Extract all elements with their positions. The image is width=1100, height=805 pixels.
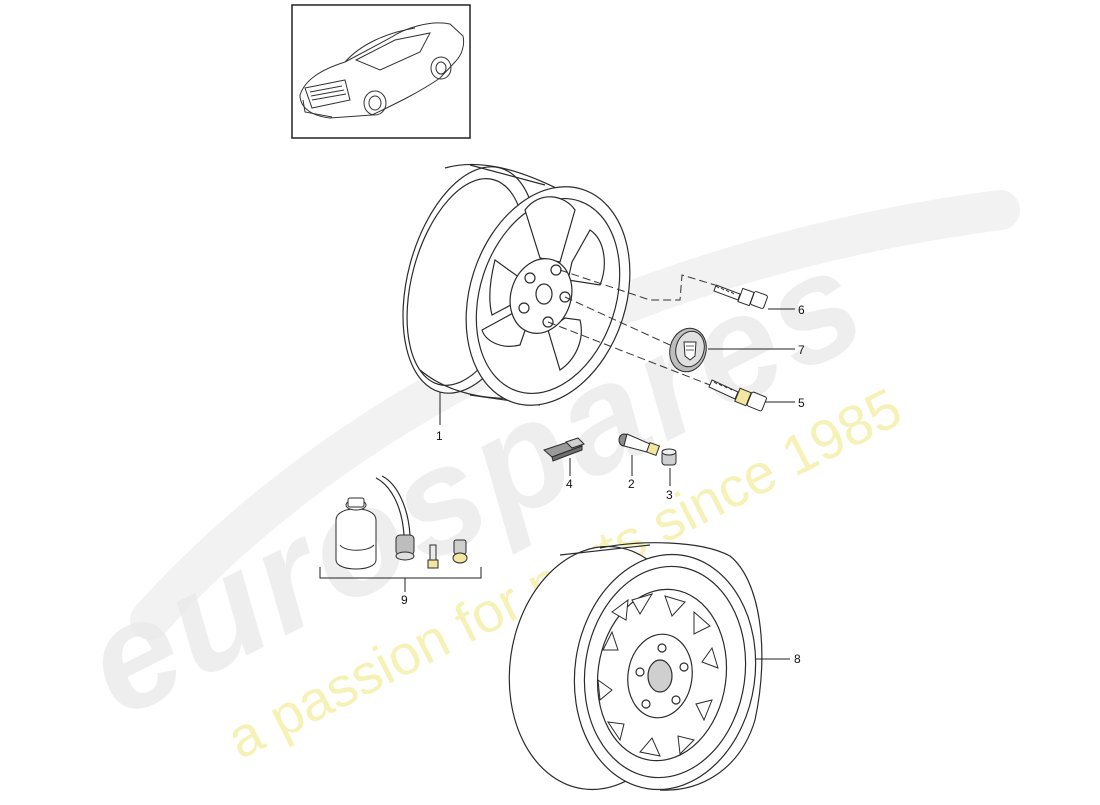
callout-1: 1	[436, 429, 443, 443]
callout-labels: 1 2 3 4 5 6 7 8 9	[401, 303, 805, 666]
part-7-centre-cap	[669, 327, 707, 373]
callout-5: 5	[798, 396, 805, 410]
callout-3: 3	[666, 488, 673, 502]
assembly-guide-lines	[547, 269, 716, 386]
part-9-sealant-kit	[319, 475, 482, 579]
callout-8: 8	[794, 652, 801, 666]
part-6-wheel-bolt	[713, 284, 768, 309]
callout-4: 4	[566, 477, 573, 491]
part-2-tyre-valve	[618, 433, 661, 457]
part-4-balance-weight	[543, 437, 585, 462]
part-3-valve-cap	[661, 448, 677, 466]
part-5-wheel-bolt	[708, 379, 767, 412]
part-1-alloy-wheel	[402, 163, 631, 406]
part-8-spare-wheel	[508, 542, 763, 791]
callout-2: 2	[628, 477, 635, 491]
callout-6: 6	[798, 303, 805, 317]
callout-leaders	[404, 308, 795, 660]
callout-7: 7	[798, 343, 805, 357]
vehicle-thumbnail	[291, 4, 471, 139]
callout-9: 9	[401, 593, 408, 607]
